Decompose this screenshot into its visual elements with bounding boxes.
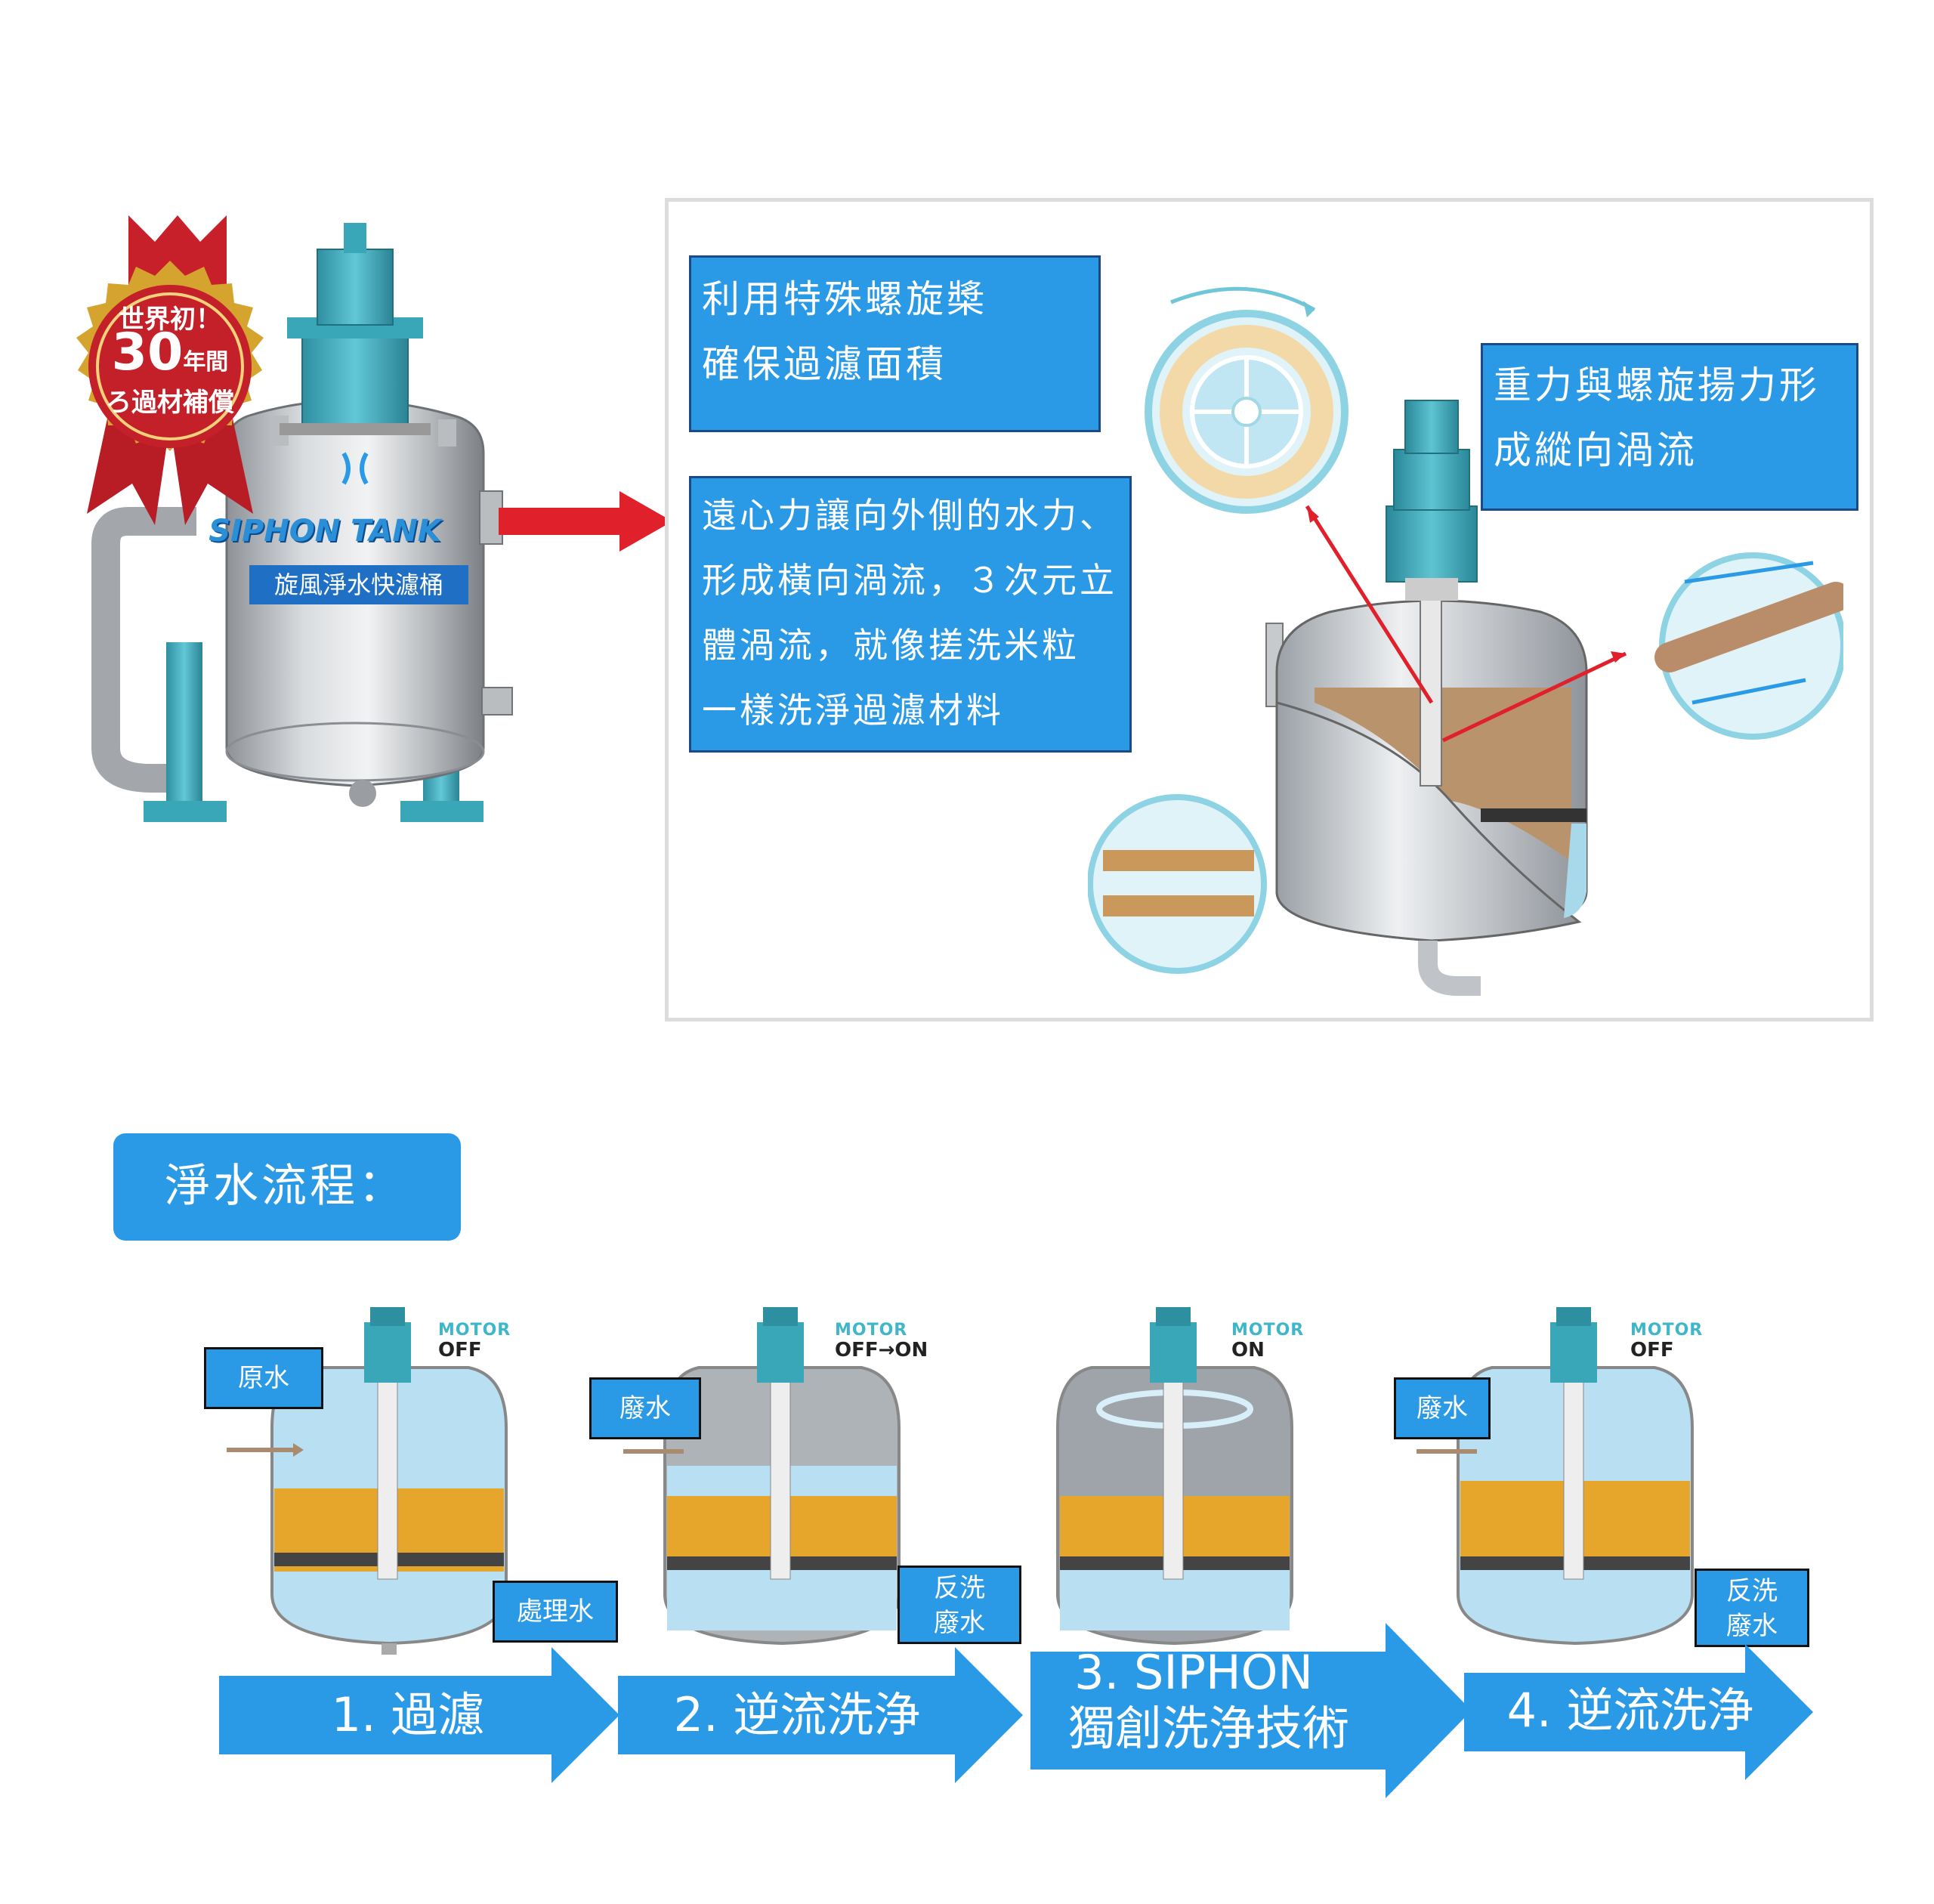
badge-unit: 年間 <box>183 349 229 376</box>
stage2-tank <box>589 1307 937 1655</box>
stage4-backwash-label: 反洗 廢水 <box>1695 1569 1809 1647</box>
badge-line2: 30年間 <box>98 326 242 379</box>
stage1-tank <box>196 1307 544 1655</box>
stage2-backwash-label: 反洗 廢水 <box>897 1566 1021 1644</box>
stage4-tank <box>1383 1307 1730 1655</box>
badge-line1: 世界初！ <box>119 304 221 335</box>
stage2-motor-label: MOTOR <box>835 1321 908 1340</box>
process-heading-box: 淨水流程： <box>113 1133 461 1241</box>
tank-subtitle-label: 旋風淨水快濾桶 <box>249 565 468 604</box>
callout-centrifugal-line2: 形成橫向渦流，３次元立 <box>702 560 1117 601</box>
vortex-diagram <box>1088 280 1843 1005</box>
stage4-motor-label: MOTOR <box>1630 1321 1704 1340</box>
stage3-motor-state: ON <box>1231 1339 1265 1362</box>
stage2-motor-indicator: MOTOR OFF→ON <box>835 1321 928 1360</box>
step2-label: 2. 逆流洗浄 <box>673 1687 921 1742</box>
stage4-motor-indicator: MOTOR OFF <box>1630 1321 1703 1360</box>
callout-centrifugal-line3: 體渦流，就像搓洗米粒 <box>702 625 1080 666</box>
callout-centrifugal: 遠心力讓向外側的水力、 形成橫向渦流，３次元立 體渦流，就像搓洗米粒 一樣洗淨過… <box>689 476 1132 753</box>
step1-arrow <box>219 1647 619 1783</box>
step3-label-line1: 3. SIPHON <box>1074 1645 1313 1700</box>
process-heading-text: 淨水流程： <box>165 1160 406 1213</box>
warranty-badge <box>57 212 283 529</box>
stage1-outlet-label: 處理水 <box>493 1581 618 1643</box>
callout-centrifugal-line4: 一樣洗淨過濾材料 <box>702 690 1004 731</box>
step1-label: 1. 過濾 <box>331 1687 485 1742</box>
stage3-tank <box>982 1307 1330 1655</box>
badge-number: 30 <box>111 323 184 382</box>
stage1-motor-state: OFF <box>438 1339 482 1362</box>
tank-brand-text: SIPHON TANK <box>209 514 441 549</box>
step3-arrow <box>1030 1623 1472 1798</box>
step3-label-line2: 獨創洗浄技術 <box>1067 1701 1349 1756</box>
callout-propeller-line2: 確保過濾面積 <box>702 342 947 386</box>
stage4-motor-state: OFF <box>1630 1339 1674 1362</box>
stage4-waste-label: 廢水 <box>1394 1377 1491 1439</box>
callout-gravity-line1: 重力與螺旋揚力形 <box>1494 363 1820 407</box>
stage3-motor-label: MOTOR <box>1231 1321 1305 1340</box>
stage1-motor-label: MOTOR <box>438 1321 511 1340</box>
pointer-arrow <box>499 491 680 552</box>
step4-arrow <box>1464 1644 1813 1780</box>
stage1-motor-indicator: MOTOR OFF <box>438 1321 511 1360</box>
stage2-waste-label: 廢水 <box>589 1377 701 1439</box>
stage3-motor-indicator: MOTOR ON <box>1231 1321 1304 1360</box>
stage2-motor-state: OFF→ON <box>835 1339 928 1362</box>
stage1-inlet-label: 原水 <box>204 1347 323 1409</box>
callout-gravity: 重力與螺旋揚力形 成縱向渦流 <box>1481 343 1858 511</box>
callout-centrifugal-line1: 遠心力讓向外側的水力、 <box>702 495 1117 536</box>
step4-label: 4. 逆流洗浄 <box>1506 1683 1754 1738</box>
step2-arrow <box>618 1647 1023 1783</box>
badge-line3: ろ過材補償 <box>106 388 234 418</box>
callout-propeller: 利用特殊螺旋槳 確保過濾面積 <box>689 255 1101 432</box>
callout-gravity-line2: 成縱向渦流 <box>1494 428 1698 472</box>
callout-propeller-line1: 利用特殊螺旋槳 <box>702 277 987 321</box>
